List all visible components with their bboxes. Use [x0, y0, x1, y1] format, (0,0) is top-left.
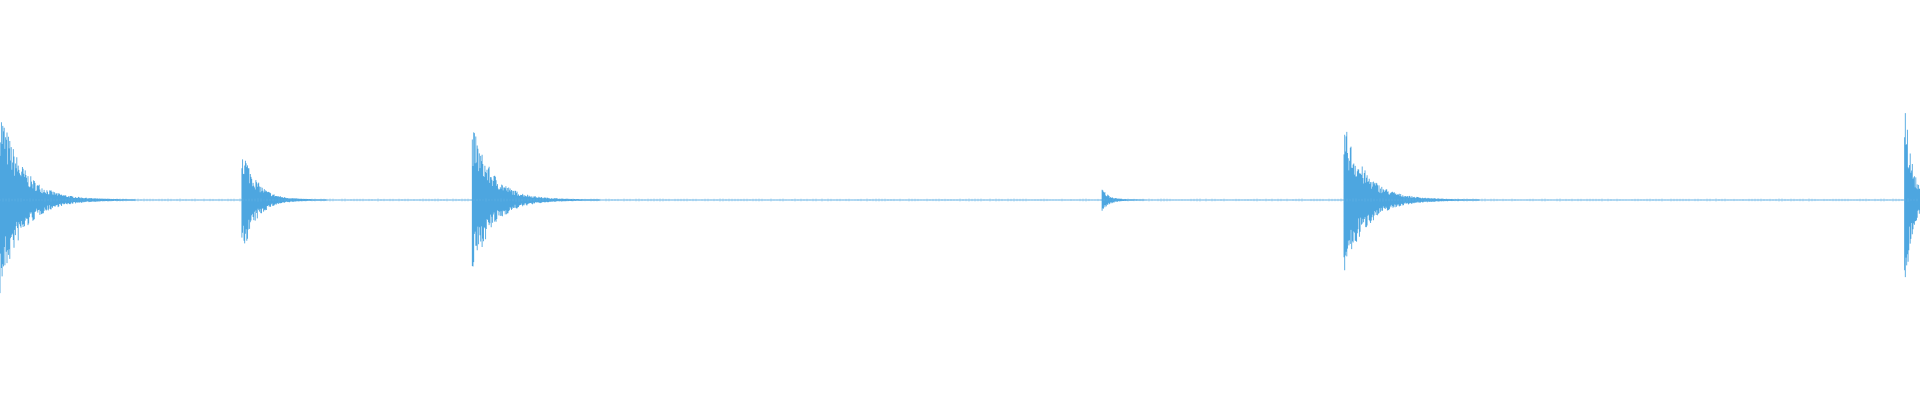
baseline-noise	[0, 198, 1918, 202]
transient-6	[1904, 113, 1920, 278]
transient-2	[241, 159, 327, 244]
waveform-transients	[0, 113, 1920, 294]
transient-4	[1101, 189, 1145, 211]
transient-3	[471, 132, 600, 267]
transient-5	[1343, 131, 1480, 271]
transient-1	[0, 122, 136, 294]
